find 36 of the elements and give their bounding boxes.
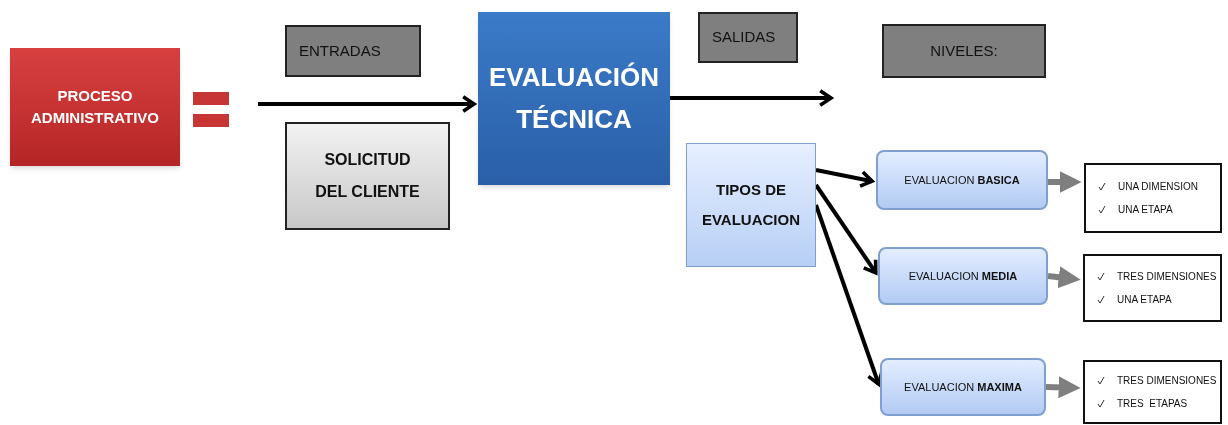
box-label: SALIDAS bbox=[712, 27, 776, 48]
checklist-item: UNA DIMENSION bbox=[1118, 180, 1198, 194]
process-box bbox=[478, 12, 670, 185]
arrow bbox=[670, 89, 833, 107]
process-box bbox=[10, 48, 180, 166]
block-arrow bbox=[1045, 376, 1081, 399]
box-label: EVALUACION BASICA bbox=[904, 172, 1020, 188]
block-arrow bbox=[1048, 171, 1082, 193]
level-box bbox=[876, 150, 1048, 210]
arrow bbox=[258, 95, 476, 113]
box-label: SOLICITUD DEL CLIENTE bbox=[314, 150, 421, 202]
checklist-item: TRES DIMENSIONES bbox=[1117, 374, 1217, 388]
box-label: NIVELES: bbox=[930, 40, 998, 61]
checklist-box bbox=[1084, 163, 1222, 233]
checklist-item: TRES ETAPAS bbox=[1117, 397, 1188, 411]
process-box bbox=[285, 25, 421, 77]
box-label: PROCESO ADMINISTRATIVO bbox=[29, 85, 161, 128]
level-box bbox=[878, 247, 1048, 305]
checklist-item: TRES DIMENSIONES bbox=[1117, 270, 1217, 284]
arrow bbox=[815, 168, 874, 188]
box-label: EVALUACION MEDIA bbox=[908, 268, 1018, 284]
process-box bbox=[686, 143, 816, 267]
checklist-box bbox=[1083, 254, 1222, 322]
arrow bbox=[814, 183, 878, 275]
process-box bbox=[882, 24, 1046, 78]
process-box bbox=[285, 122, 450, 230]
block-arrow bbox=[1047, 266, 1081, 289]
checklist-item: UNA ETAPA bbox=[1117, 293, 1172, 307]
box-label: EVALUACIÓN TÉCNICA bbox=[488, 60, 660, 136]
box-label: ENTRADAS bbox=[299, 40, 381, 61]
checklist-box bbox=[1083, 360, 1222, 424]
level-box bbox=[880, 358, 1046, 416]
box-label: EVALUACION MAXIMA bbox=[904, 379, 1022, 395]
box-label: TIPOS DE EVALUACION bbox=[700, 180, 802, 230]
process-box bbox=[698, 12, 798, 63]
checklist-item: UNA ETAPA bbox=[1118, 203, 1173, 217]
